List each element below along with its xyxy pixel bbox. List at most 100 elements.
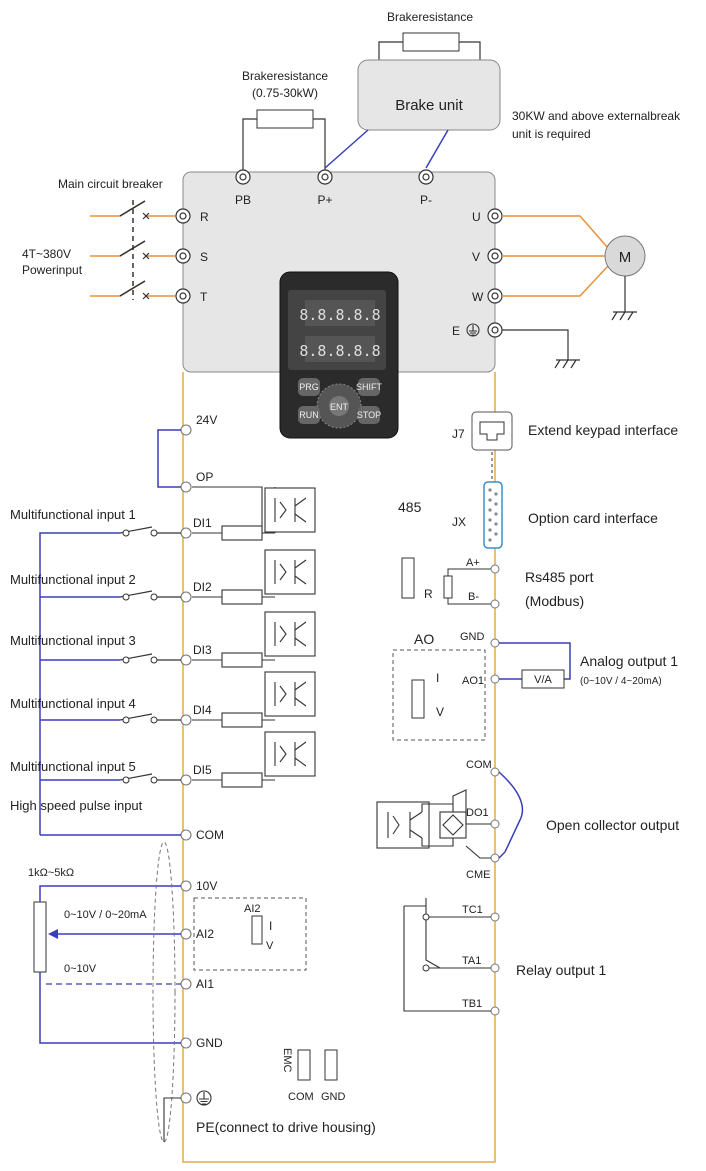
jx-label: JX bbox=[452, 515, 466, 529]
j7-icon bbox=[479, 421, 505, 441]
terminal-pb: PB bbox=[235, 193, 251, 207]
relay-contacts bbox=[422, 913, 430, 972]
ai2-arrow-head bbox=[48, 929, 58, 939]
va-meter bbox=[521, 669, 565, 689]
brake-unit-wires bbox=[324, 129, 449, 169]
brake-resistor-left-label: Brakeresistance bbox=[242, 69, 328, 83]
power-input-label-1: 4T~380V bbox=[22, 247, 71, 261]
opto-channels bbox=[192, 486, 316, 788]
terminal-10v: 10V bbox=[196, 879, 217, 893]
power-input-label-2: Powerinput bbox=[22, 263, 83, 277]
terminal-op: OP bbox=[196, 470, 213, 484]
potentiometer bbox=[33, 901, 47, 973]
ai2-switch-i: I bbox=[269, 919, 272, 933]
keypad-display-bottom: 8.8.8.8.8 bbox=[299, 342, 380, 360]
analog-output-label: Analog output 1 bbox=[580, 653, 678, 669]
relay-circuit bbox=[403, 898, 491, 1012]
keypad-display-top: 8.8.8.8.8 bbox=[299, 306, 380, 324]
tb1-label: TB1 bbox=[462, 998, 482, 1010]
ai2-switch-box bbox=[193, 897, 307, 971]
ao-wires bbox=[499, 642, 571, 680]
terminal-24v: 24V bbox=[196, 413, 217, 427]
terminal-v: V bbox=[472, 250, 480, 264]
motor-wires bbox=[502, 215, 609, 297]
j7-label: J7 bbox=[452, 427, 465, 441]
breaker-contacts bbox=[142, 212, 150, 300]
emc-com-label: COM bbox=[288, 1091, 314, 1103]
motor-label: M bbox=[619, 249, 632, 266]
rs485-r-label: R bbox=[424, 587, 433, 601]
tc1-label: TC1 bbox=[462, 904, 483, 916]
input-label-2: Multifunctional input 2 bbox=[10, 572, 136, 587]
brake-resistor-left-range: (0.75-30kW) bbox=[252, 86, 318, 100]
input-label-4: Multifunctional input 4 bbox=[10, 696, 136, 711]
ai2-switch-title: AI2 bbox=[244, 903, 261, 915]
shield-drain bbox=[163, 1097, 181, 1142]
keypad-btn-shift: SHIFT bbox=[356, 382, 383, 392]
pot-wires bbox=[39, 885, 181, 1044]
terminal-com: COM bbox=[196, 828, 224, 842]
rs485-switch-label: 485 bbox=[398, 499, 422, 515]
oc-com-label: COM bbox=[466, 759, 492, 771]
main-breaker-label: Main circuit breaker bbox=[58, 177, 163, 191]
terminal-w: W bbox=[472, 290, 484, 304]
ai2-switch-v: V bbox=[266, 940, 274, 952]
jx-pins bbox=[488, 488, 498, 542]
keypad-interface-label: Extend keypad interface bbox=[528, 422, 678, 438]
terminal-di1: DI1 bbox=[193, 516, 212, 530]
keypad-btn-prg: PRG bbox=[299, 382, 319, 392]
va-label: V/A bbox=[534, 674, 552, 686]
emc-switch-com bbox=[297, 1049, 311, 1081]
terminal-t: T bbox=[200, 290, 208, 304]
modbus-label: (Modbus) bbox=[525, 593, 584, 609]
terminal-di3: DI3 bbox=[193, 643, 212, 657]
terminal-s: S bbox=[200, 250, 208, 264]
terminal-gnd: GND bbox=[196, 1036, 223, 1050]
do1-label: DO1 bbox=[466, 807, 489, 819]
oc-wires bbox=[498, 771, 524, 859]
rs485-resistor bbox=[443, 575, 453, 599]
jx-connector bbox=[483, 481, 503, 549]
oc-circuit bbox=[376, 789, 491, 859]
brake-unit-label: Brake unit bbox=[395, 97, 463, 114]
terminal-e: E bbox=[452, 324, 460, 338]
analog-range-label: (0~10V / 4~20mA) bbox=[580, 676, 662, 687]
ao-v-label: V bbox=[436, 705, 444, 719]
option-card-label: Option card interface bbox=[528, 510, 658, 526]
emc-switch-gnd bbox=[324, 1049, 338, 1081]
ao-switch bbox=[411, 679, 425, 719]
keypad-btn-stop: STOP bbox=[357, 410, 381, 420]
ao-terminals bbox=[490, 638, 500, 684]
input-switches bbox=[119, 526, 181, 781]
terminal-ai2: AI2 bbox=[196, 927, 214, 941]
rs485-wires bbox=[447, 568, 492, 605]
brake-resistor-left-wires bbox=[242, 118, 326, 172]
brake-unit-box bbox=[357, 59, 501, 131]
shield-ellipse bbox=[152, 841, 176, 1143]
terminal-p-minus: P- bbox=[420, 193, 432, 207]
input-label-5: Multifunctional input 5 bbox=[10, 759, 136, 774]
ao-title: AO bbox=[414, 631, 434, 647]
keypad-btn-ent: ENT bbox=[330, 402, 349, 412]
input-label-1: Multifunctional input 1 bbox=[10, 507, 136, 522]
input-switch-contacts bbox=[122, 529, 158, 784]
ai2-switch bbox=[251, 915, 263, 945]
relay-output-label: Relay output 1 bbox=[516, 962, 606, 978]
high-speed-label: High speed pulse input bbox=[10, 798, 143, 813]
input-label-3: Multifunctional input 3 bbox=[10, 633, 136, 648]
pe-label: PE(connect to drive housing) bbox=[196, 1119, 376, 1135]
ta1-label: TA1 bbox=[462, 955, 481, 967]
rs485-terminals bbox=[490, 564, 500, 609]
ai2-range-label: 0~10V / 0~20mA bbox=[64, 909, 147, 921]
terminal-di4: DI4 bbox=[193, 703, 212, 717]
input-wiring bbox=[39, 532, 181, 836]
terminal-u: U bbox=[472, 210, 481, 224]
terminal-p-plus: P+ bbox=[317, 193, 332, 207]
terminal-ai1: AI1 bbox=[196, 977, 214, 991]
pe-earth-icon bbox=[196, 1090, 212, 1106]
brake-resistor-left bbox=[256, 109, 314, 129]
earth-icon bbox=[466, 323, 480, 337]
brake-resistor-top bbox=[402, 32, 460, 52]
j7-connector bbox=[471, 411, 513, 451]
